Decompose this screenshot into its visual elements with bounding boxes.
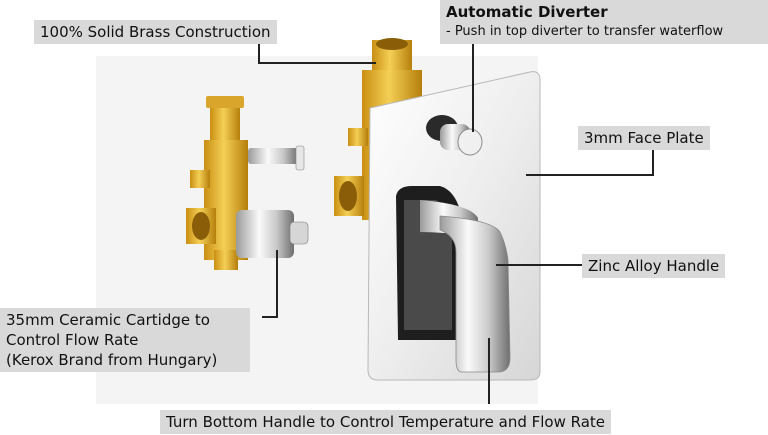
callout-cartridge: 35mm Ceramic Cartidge to Control Flow Ra…: [0, 308, 250, 372]
leader-brass-v: [258, 42, 260, 64]
callout-bottom-text: Turn Bottom Handle to Control Temperatur…: [166, 413, 606, 431]
callout-handle: Zinc Alloy Handle: [582, 254, 726, 278]
diverter-knob: [426, 115, 483, 156]
callout-faceplate-text: 3mm Face Plate: [584, 129, 704, 147]
leader-bottom: [488, 338, 490, 404]
leader-faceplate-v: [652, 146, 654, 176]
callout-diverter-title: Automatic Diverter: [446, 3, 608, 21]
callout-brass-text: 100% Solid Brass Construction: [40, 23, 271, 41]
leader-brass-h: [258, 62, 376, 64]
left-brass-valve: [186, 96, 309, 270]
callout-faceplate: 3mm Face Plate: [578, 126, 710, 150]
leader-cartridge-v: [276, 250, 278, 318]
leader-diverter: [472, 40, 474, 132]
callout-diverter: Automatic Diverter - Push in top diverte…: [440, 0, 768, 44]
leader-cartridge-h: [262, 316, 278, 318]
callout-handle-text: Zinc Alloy Handle: [588, 257, 720, 275]
leader-faceplate-h: [526, 174, 654, 176]
callout-cartridge-line1: 35mm Ceramic Cartidge to: [6, 311, 210, 329]
callout-brass: 100% Solid Brass Construction: [34, 20, 277, 44]
zinc-handle: [396, 186, 511, 373]
callout-cartridge-line2: Control Flow Rate: [6, 331, 139, 349]
callout-diverter-sub: - Push in top diverter to transfer water…: [446, 24, 724, 39]
callout-bottom: Turn Bottom Handle to Control Temperatur…: [160, 410, 612, 434]
leader-handle: [496, 264, 582, 266]
callout-cartridge-line3: (Kerox Brand from Hungary): [6, 351, 218, 369]
